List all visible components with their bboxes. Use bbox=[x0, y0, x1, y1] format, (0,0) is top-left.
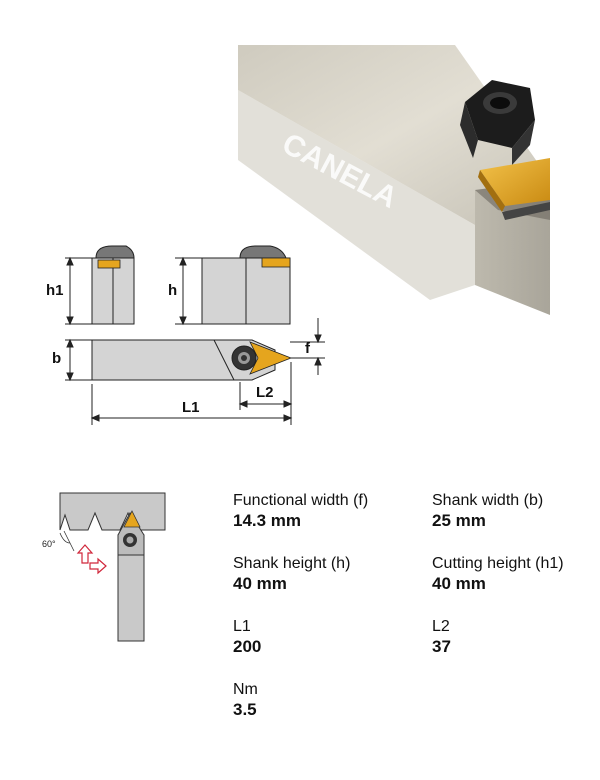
clamp-icon bbox=[460, 80, 535, 165]
spec-shank-width: Shank width (b) 25 mm bbox=[432, 491, 600, 531]
spec-value: 40 mm bbox=[432, 574, 486, 593]
spec-label: Nm bbox=[233, 681, 258, 698]
spec-shank-height: Shank height (h) 40 mm bbox=[233, 554, 403, 594]
spec-l2: L2 37 bbox=[432, 617, 600, 657]
spec-value: 14.3 mm bbox=[233, 511, 302, 530]
spec-label: L2 bbox=[432, 618, 450, 635]
spec-label: Functional width (f) bbox=[233, 492, 369, 509]
tool-holder-photo: CANELA bbox=[238, 45, 550, 315]
spec-cutting-height: Cutting height (h1) 40 mm bbox=[432, 554, 600, 594]
spec-label: Shank width (b) bbox=[432, 492, 544, 509]
spec-value: 25 mm bbox=[432, 511, 486, 530]
spec-l1: L1 200 bbox=[233, 617, 403, 657]
spec-label: Cutting height (h1) bbox=[432, 555, 564, 572]
feed-right-arrow-icon bbox=[89, 557, 107, 575]
insert-icon bbox=[480, 158, 550, 206]
dimension-drawing bbox=[65, 245, 325, 425]
dim-label-h1: h1 bbox=[46, 282, 64, 299]
dim-label-l1: L1 bbox=[182, 399, 200, 416]
spec-value: 37 bbox=[432, 637, 451, 656]
dim-label-l2: L2 bbox=[256, 384, 274, 401]
machining-operation-icon: 60° bbox=[42, 492, 166, 642]
spec-value: 200 bbox=[233, 637, 262, 656]
spec-label: Shank height (h) bbox=[233, 555, 351, 572]
feed-up-arrow-icon bbox=[76, 544, 94, 564]
spec-functional-width: Functional width (f) 14.3 mm bbox=[233, 491, 403, 531]
dim-label-b: b bbox=[52, 350, 62, 367]
spec-value: 40 mm bbox=[233, 574, 287, 593]
spec-nm: Nm 3.5 bbox=[233, 680, 403, 720]
dim-label-h: h bbox=[168, 282, 178, 299]
dim-label-f: f bbox=[305, 340, 310, 357]
spec-label: L1 bbox=[233, 618, 251, 635]
spec-value: 3.5 bbox=[233, 700, 257, 719]
angle-label: 60° bbox=[42, 539, 56, 549]
